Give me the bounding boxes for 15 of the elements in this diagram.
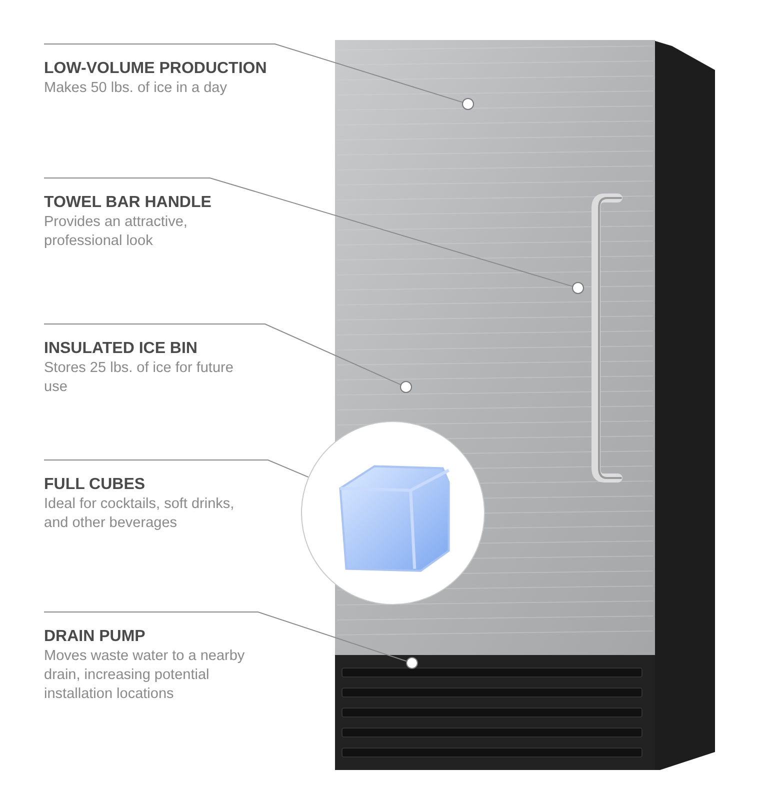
feature-heading: DRAIN PUMP <box>44 627 146 647</box>
feature-description: Provides an attractive, professional look <box>44 213 188 251</box>
feature-description: Stores 25 lbs. of ice for future use <box>44 359 234 397</box>
leader-line <box>44 324 401 386</box>
leader-line <box>44 612 407 662</box>
feature-heading: TOWEL BAR HANDLE <box>44 193 212 213</box>
leader-line <box>44 178 573 287</box>
leader-line <box>44 44 463 103</box>
feature-description: Makes 50 lbs. of ice in a day <box>44 79 228 98</box>
feature-heading: FULL CUBES <box>44 475 146 495</box>
feature-description: Moves waste water to a nearby drain, increasing potential installation locations <box>44 647 246 704</box>
feature-description: Ideal for cocktails, soft drinks, and other beverages <box>44 495 236 533</box>
leader-line <box>44 460 309 478</box>
feature-heading: LOW-VOLUME PRODUCTION <box>44 59 268 79</box>
feature-heading: INSULATED ICE BIN <box>44 339 198 359</box>
